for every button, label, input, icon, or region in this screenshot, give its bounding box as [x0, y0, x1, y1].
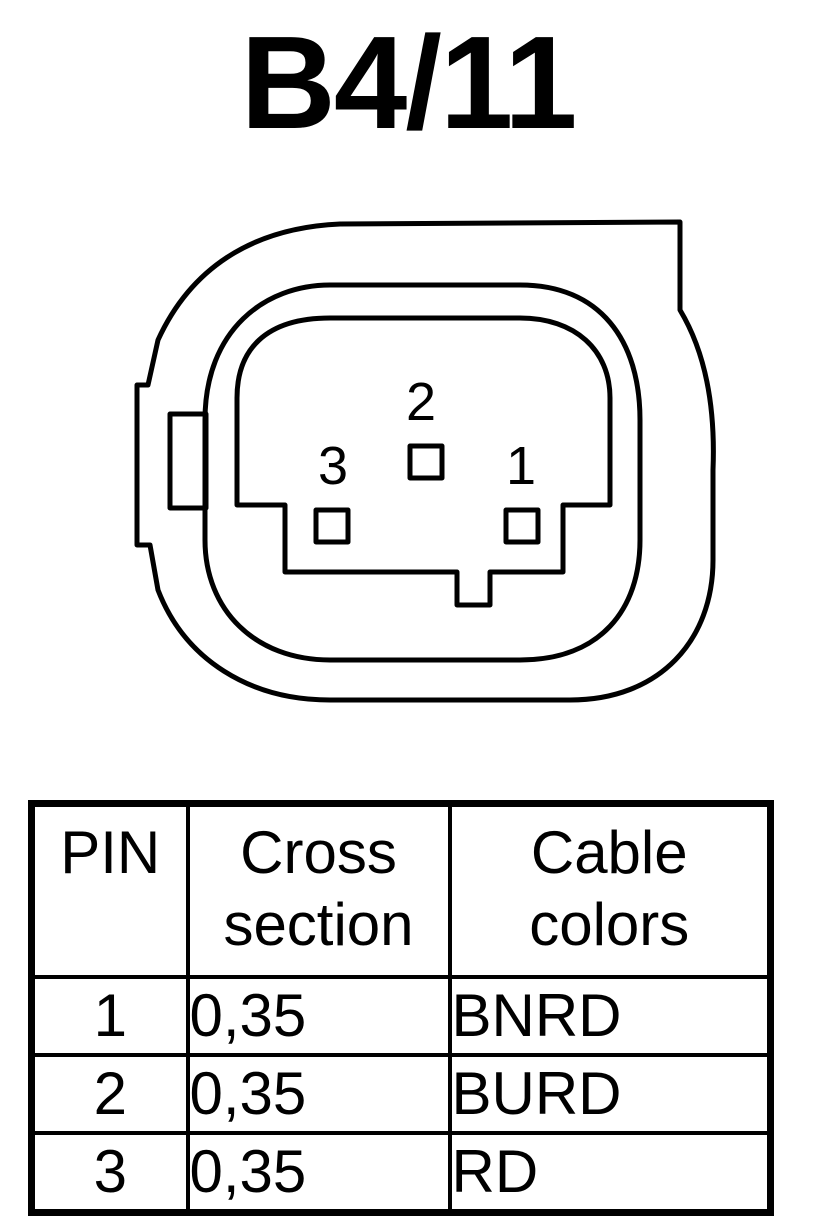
pin-cell: 3 [29, 1131, 190, 1215]
connector-inner-ring [202, 282, 643, 663]
cross-section-cell: 0,35 [185, 975, 452, 1057]
cable-color-cell: BURD [447, 1053, 773, 1135]
header-cable-colors: Cable colors [447, 801, 773, 979]
header-cross-line1: Cross [240, 819, 397, 886]
table-row: 1 0,35 BNRD [29, 975, 773, 1057]
header-cross-section: Cross section [185, 801, 452, 979]
pin-cell: 2 [29, 1053, 190, 1135]
connector-housing-outline [134, 219, 716, 703]
header-color-line2: colors [529, 891, 690, 958]
pin-label-2: 2 [406, 372, 436, 432]
pin-terminal-2 [407, 443, 445, 481]
pin-terminal-3 [313, 507, 351, 545]
connector-latch [167, 411, 209, 511]
pin-label-1: 1 [506, 436, 536, 496]
pin-terminal-1 [503, 507, 541, 545]
cable-color-cell: RD [447, 1131, 773, 1215]
header-pin: PIN [29, 801, 190, 979]
cross-section-cell: 0,35 [185, 1131, 452, 1215]
pin-cell: 1 [29, 975, 190, 1057]
connector-diagram: 2 3 1 [134, 219, 716, 703]
cable-color-cell: BNRD [447, 975, 773, 1057]
header-color-line1: Cable [530, 819, 688, 886]
header-pin-label: PIN [60, 819, 161, 886]
table-row: 2 0,35 BURD [29, 1053, 773, 1135]
pin-assignment-table: PIN Cross section Cable colors 1 0,35 BN… [28, 800, 774, 1216]
connector-title: B4/11 [240, 9, 578, 156]
header-cross-line2: section [223, 891, 414, 958]
cross-section-cell: 0,35 [185, 1053, 452, 1135]
connector-pin-field [234, 315, 613, 608]
pin-label-3: 3 [318, 436, 348, 496]
table-header-row: PIN Cross section Cable colors [29, 801, 773, 979]
table-row: 3 0,35 RD [29, 1131, 773, 1215]
